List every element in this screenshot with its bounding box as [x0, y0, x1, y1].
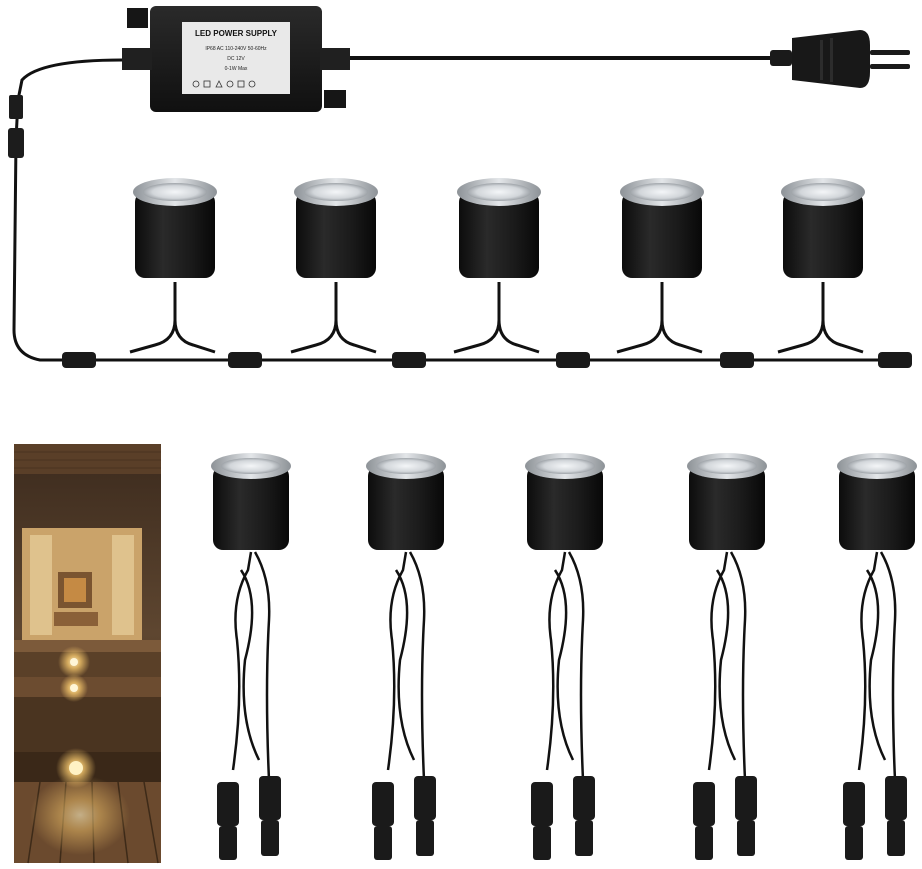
waterproof-connector-icon — [8, 95, 24, 158]
certification-icons — [192, 80, 256, 88]
light-top-1 — [129, 178, 217, 354]
ac-cable — [350, 30, 910, 88]
dc-output-cable — [12, 58, 123, 362]
psu-label — [182, 22, 290, 94]
power-supply: LED POWER SUPPLY IP68 AC 110-240V 50-60H… — [122, 6, 350, 112]
light-top-3 — [453, 178, 541, 354]
light-top-5 — [777, 178, 865, 354]
waterproof-connector-icon — [372, 776, 436, 860]
light-bottom-1 — [211, 453, 291, 860]
waterproof-connector-icon — [843, 776, 907, 860]
waterproof-connector-icon — [217, 776, 281, 860]
installation-scene-photo — [14, 444, 161, 864]
psu-label-output: DC 12V — [227, 56, 245, 62]
light-top-2 — [290, 178, 378, 354]
light-top-4 — [616, 178, 704, 354]
psu-label-power: 0-1W Max — [225, 66, 248, 72]
psu-label-title: LED POWER SUPPLY — [195, 29, 278, 38]
light-bottom-4 — [687, 453, 767, 860]
psu-label-input: IP68 AC 110-240V 50-60Hz — [205, 46, 267, 52]
eu-plug-icon — [770, 30, 910, 88]
light-bottom-5 — [837, 453, 917, 860]
chain-wiring — [62, 352, 912, 368]
waterproof-connector-icon — [693, 776, 757, 860]
light-bottom-3 — [525, 453, 605, 860]
waterproof-connector-icon — [531, 776, 595, 860]
light-bottom-2 — [366, 453, 446, 860]
